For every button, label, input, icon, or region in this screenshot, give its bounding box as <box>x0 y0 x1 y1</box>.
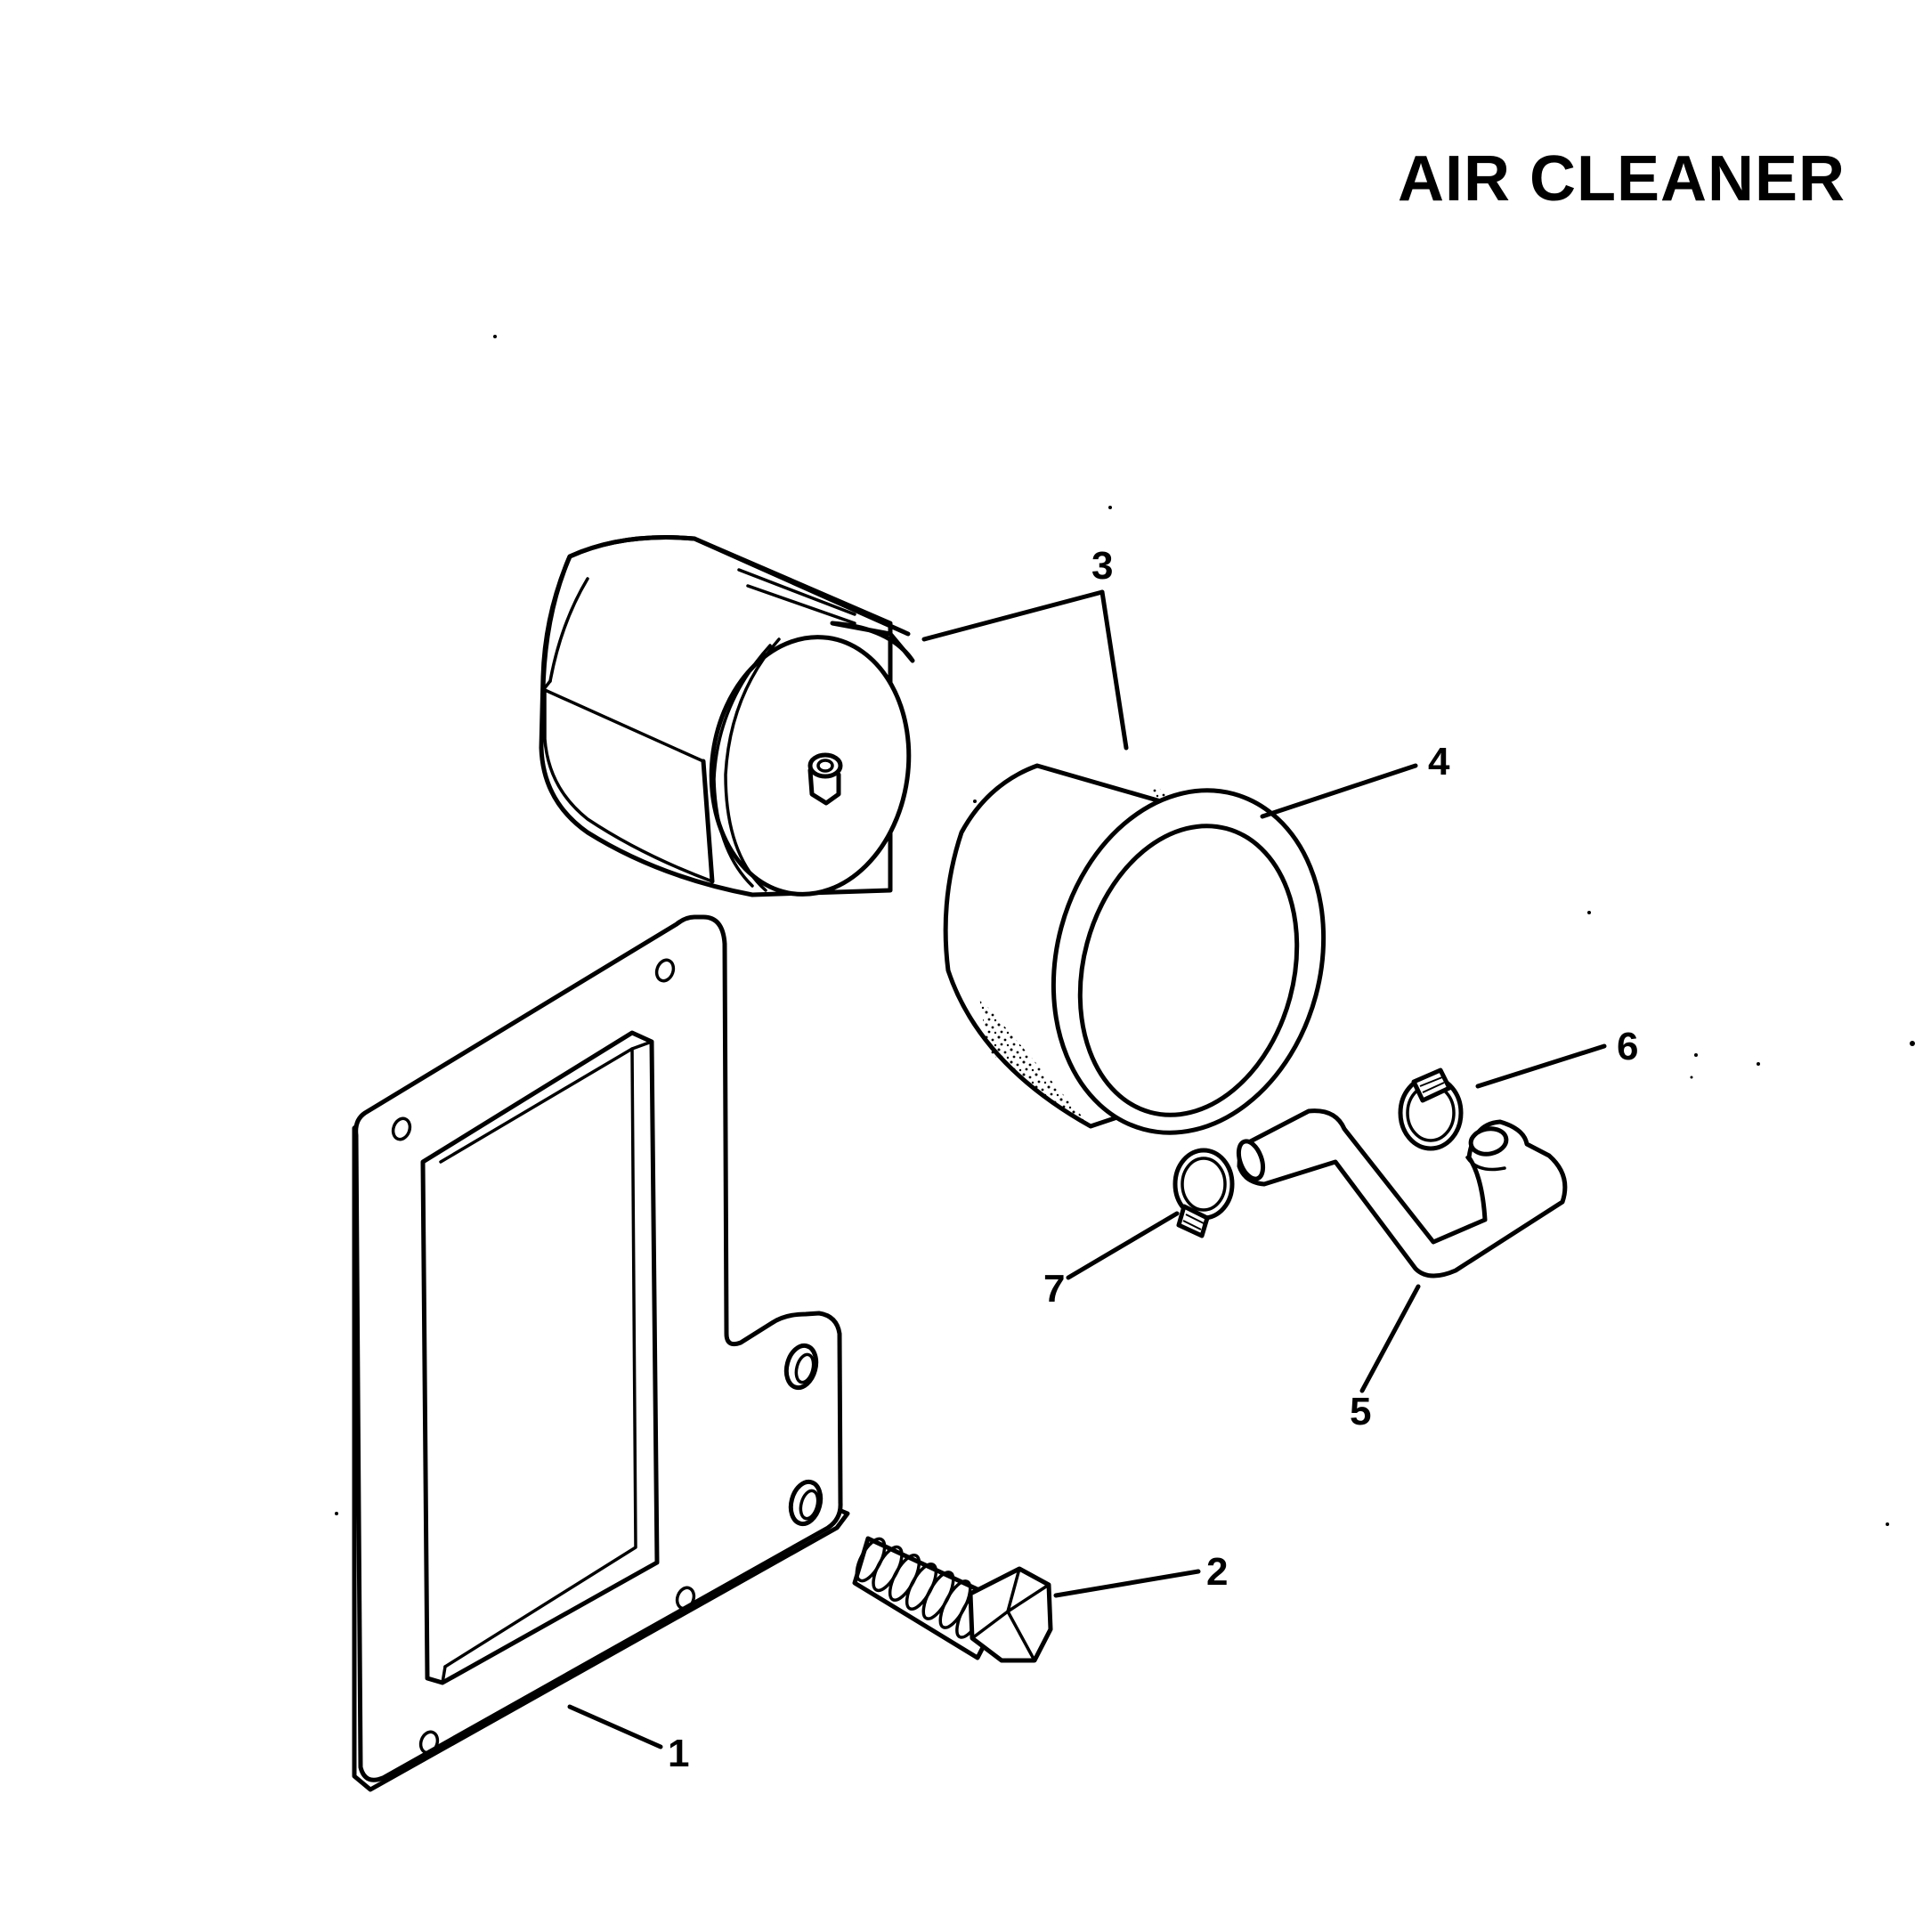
callout-6: 6 <box>1617 1025 1638 1068</box>
gasket-plate-part <box>352 914 850 1792</box>
callout-5: 5 <box>1350 1390 1371 1433</box>
leader-line-7 <box>1066 1211 1180 1280</box>
callout-3: 3 <box>1091 544 1113 588</box>
foam-precleaner-part <box>943 763 1327 1135</box>
leader-line-5 <box>1359 1284 1421 1393</box>
callout-2: 2 <box>1206 1550 1228 1594</box>
leader-line-3a <box>921 589 1105 642</box>
leader-line-4 <box>1260 763 1418 819</box>
hose-clamp-lower-part <box>1172 1148 1235 1238</box>
scan-specks <box>335 335 1915 1526</box>
callout-4: 4 <box>1428 740 1450 783</box>
page-title: AIR CLEANER <box>1398 143 1846 215</box>
leader-line-3b <box>1099 589 1129 751</box>
hose-clamp-upper-part <box>1398 1067 1464 1151</box>
leader-lines <box>567 589 1607 1749</box>
callout-7: 7 <box>1043 1267 1065 1311</box>
bolt-part <box>852 1536 1053 1663</box>
leader-line-1 <box>567 1704 663 1749</box>
filter-element-part <box>539 535 915 897</box>
hose-part <box>1236 1108 1568 1279</box>
leader-line-2 <box>1053 1569 1201 1598</box>
leader-line-6 <box>1475 1043 1607 1089</box>
callout-1: 1 <box>668 1732 689 1775</box>
